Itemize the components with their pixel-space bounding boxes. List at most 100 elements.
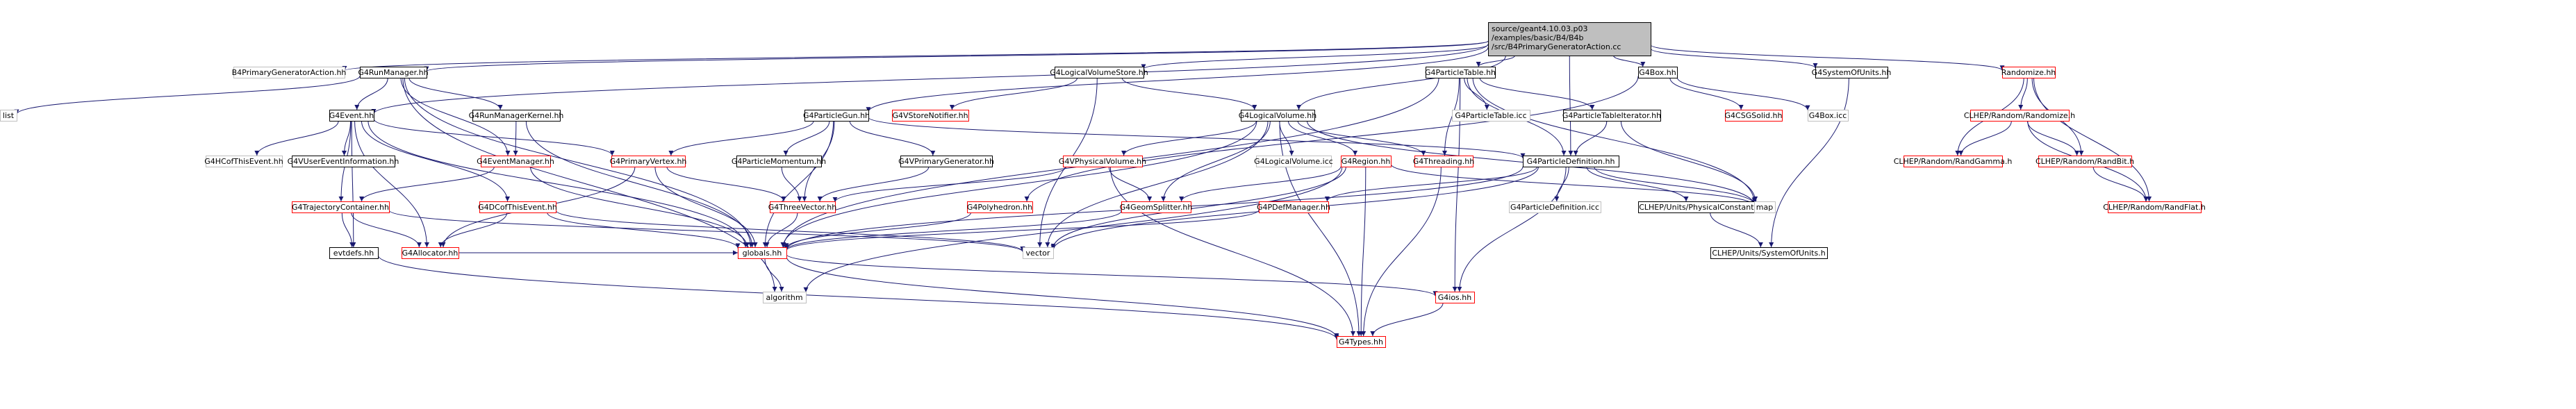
node-label: G4Box.hh xyxy=(1639,68,1676,77)
node-CLHEPRandGamma[interactable]: CLHEP/Random/RandGamma.h xyxy=(1894,156,2013,167)
edge-G4LogicalVolume-to-G4Region xyxy=(1287,120,1358,156)
node-G4Polyhedron[interactable]: G4Polyhedron.hh xyxy=(967,201,1033,213)
node-box xyxy=(1815,67,1888,78)
node-G4GeomSplitter[interactable]: G4GeomSplitter.hh xyxy=(1120,201,1193,213)
node-G4VPhysicalVolume[interactable]: G4VPhysicalVolume.hh xyxy=(1059,156,1146,167)
edge-G4Box-to-G4BoxIcc xyxy=(1676,76,1810,110)
edge-G4VPhysicalVolume-to-G4Types xyxy=(1109,166,1356,337)
edge-G4Event-to-G4PrimaryVertex xyxy=(373,118,615,156)
node-vector[interactable]: vector xyxy=(1023,247,1054,259)
node-label: G4HCofThisEvent.hh xyxy=(204,157,283,166)
edge-G4LogicalVolumeStore-to-G4VStoreNotifier xyxy=(949,77,1078,110)
node-G4VStoreNotifier[interactable]: G4VStoreNotifier.hh xyxy=(892,110,969,122)
node-G4HCofThisEvent[interactable]: G4HCofThisEvent.hh xyxy=(204,156,283,167)
node-CLHEPPhysConst[interactable]: CLHEP/Units/PhysicalConstants.h xyxy=(1638,201,1767,213)
node-G4ParticleGun[interactable]: G4ParticleGun.hh xyxy=(803,110,870,122)
node-label: /src/B4PrimaryGeneratorAction.cc xyxy=(1492,42,1621,51)
node-G4ParticleTable[interactable]: G4ParticleTable.hh xyxy=(1425,67,1496,78)
node-G4BoxIcc[interactable]: G4Box.icc xyxy=(1808,110,1849,122)
node-G4Allocator[interactable]: G4Allocator.hh xyxy=(402,247,459,259)
node-label: Randomize.hh xyxy=(2001,68,2056,77)
edge-globals-to-algorithm xyxy=(764,258,784,292)
node-root[interactable]: source/geant4.10.03.p03/examples/basic/B… xyxy=(1488,22,1651,56)
node-G4ParticleDefinition[interactable]: G4ParticleDefinition.hh xyxy=(1523,156,1619,167)
node-G4ThreeVector[interactable]: G4ThreeVector.hh xyxy=(768,201,837,213)
edge-G4SystemOfUnits-to-CLHEPSysUnits xyxy=(1769,77,1849,248)
node-Randomize[interactable]: Randomize.hh xyxy=(2001,67,2056,78)
node-label: G4ios.hh xyxy=(1438,293,1472,302)
node-G4LogicalVolumeIcc[interactable]: G4LogicalVolume.icc xyxy=(1254,156,1333,167)
node-G4DCofThisEvent[interactable]: G4DCofThisEvent.hh xyxy=(478,201,557,213)
edge-G4Region-to-map xyxy=(1390,163,1757,206)
edge-root-to-G4ParticleGun xyxy=(866,47,1489,112)
node-box xyxy=(481,156,551,167)
edge-G4RunManager-to-list xyxy=(14,76,361,115)
node-CLHEPRandomize[interactable]: CLHEP/Random/Randomize.h xyxy=(1964,110,2075,122)
node-G4Event[interactable]: G4Event.hh xyxy=(329,110,374,122)
node-box xyxy=(1063,156,1143,167)
node-box xyxy=(967,201,1033,213)
node-box xyxy=(1523,156,1619,167)
node-G4TrajectoryContainer[interactable]: G4TrajectoryContainer.hh xyxy=(292,201,390,213)
node-G4Threading[interactable]: G4Threading.hh xyxy=(1413,156,1474,167)
node-label: G4ParticleDefinition.hh xyxy=(1527,157,1615,166)
edge-G4LogicalVolumeStore-to-G4LogicalVolume xyxy=(1121,77,1257,110)
node-G4ParticleTableIterator[interactable]: G4ParticleTableIterator.hh xyxy=(1562,110,1661,122)
edge-G4Event-to-G4DCofThisEvent xyxy=(361,120,510,202)
node-G4CSGSolid[interactable]: G4CSGSolid.hh xyxy=(1725,110,1783,122)
node-label: G4EventManager.hh xyxy=(477,157,554,166)
node-CLHEPSysUnits[interactable]: CLHEP/Units/SystemOfUnits.h xyxy=(1710,247,1828,259)
edge-root-to-G4ParticleDefinition xyxy=(1568,55,1574,156)
node-algorithm[interactable]: algorithm xyxy=(763,292,807,303)
node-B4PGA[interactable]: B4PrimaryGeneratorAction.hh xyxy=(232,67,347,78)
node-G4RunManager[interactable]: G4RunManager.hh xyxy=(358,67,429,78)
node-label: B4PrimaryGeneratorAction.hh xyxy=(232,68,347,77)
node-G4VPrimaryGenerator[interactable]: G4VPrimaryGenerator.hh xyxy=(898,156,994,167)
node-G4ParticleDefinitionIcc[interactable]: G4ParticleDefinition.icc xyxy=(1509,201,1601,213)
node-G4EventManager[interactable]: G4EventManager.hh xyxy=(477,156,554,167)
node-CLHEPRandBit[interactable]: CLHEP/Random/RandBit.h xyxy=(2036,156,2134,167)
node-G4LogicalVolume[interactable]: G4LogicalVolume.hh xyxy=(1239,110,1316,122)
node-box xyxy=(2002,67,2056,78)
edge-G4RunManagerKernel-to-globals xyxy=(525,120,755,248)
edge-root-to-G4ParticleTable xyxy=(1476,55,1515,67)
node-G4PDefManager[interactable]: G4PDefManager.hh xyxy=(1257,201,1330,213)
edge-CLHEPPhysConst-to-CLHEPSysUnits xyxy=(1710,212,1763,248)
node-G4PrimaryVertex[interactable]: G4PrimaryVertex.hh xyxy=(610,156,687,167)
node-CLHEPRandFlat[interactable]: CLHEP/Random/RandFlat.h xyxy=(2103,201,2206,213)
node-box xyxy=(892,110,969,122)
edge-G4ParticleTableIterator-to-G4ParticleDefinition xyxy=(1573,120,1608,156)
edge-root-to-Randomize xyxy=(1650,44,2005,71)
edge-root-to-B4PGA xyxy=(342,40,1489,72)
node-G4Box[interactable]: G4Box.hh xyxy=(1638,67,1678,78)
node-G4ParticleMomentum[interactable]: G4ParticleMomentum.hh xyxy=(732,156,826,167)
edge-G4ParticleGun-to-G4PrimaryVertex xyxy=(668,120,814,156)
edge-G4Event-to-evtdefs xyxy=(351,120,356,248)
node-G4RunManagerKernel[interactable]: G4RunManagerKernel.hh xyxy=(469,110,564,122)
node-box xyxy=(804,110,869,122)
node-box xyxy=(2108,201,2202,213)
node-label: G4PrimaryVertex.hh xyxy=(610,157,687,166)
node-map[interactable]: map xyxy=(1754,201,1776,213)
node-G4Region[interactable]: G4Region.hh xyxy=(1341,156,1392,167)
node-box xyxy=(1808,110,1849,122)
node-box xyxy=(360,67,427,78)
node-G4ios[interactable]: G4ios.hh xyxy=(1435,292,1475,303)
node-evtdefs[interactable]: evtdefs.hh xyxy=(329,247,379,259)
node-globals[interactable]: globals.hh xyxy=(738,247,787,259)
node-label: G4Region.hh xyxy=(1341,157,1391,166)
node-label: list xyxy=(3,111,15,120)
edge-G4Box-to-G4Polyhedron xyxy=(1024,76,1639,202)
edge-G4Event-to-G4VUserEventInformation xyxy=(341,120,352,156)
edge-G4RunManager-to-globals xyxy=(404,77,754,248)
node-G4VUserEventInformation[interactable]: G4VUserEventInformation.hh xyxy=(288,156,399,167)
node-G4Types[interactable]: G4Types.hh xyxy=(1337,336,1386,348)
node-G4ParticleTableIcc[interactable]: G4ParticleTable.icc xyxy=(1452,110,1530,122)
node-label: G4SystemOfUnits.hh xyxy=(1812,68,1892,77)
node-list[interactable]: list xyxy=(0,110,17,122)
node-G4LogicalVolumeStore[interactable]: G4LogicalVolumeStore.hh xyxy=(1050,67,1148,78)
node-label: G4DCofThisEvent.hh xyxy=(478,203,557,212)
node-G4SystemOfUnits[interactable]: G4SystemOfUnits.hh xyxy=(1812,67,1892,78)
edge-G4ParticleGun-to-globals xyxy=(762,120,834,248)
node-box xyxy=(1725,110,1783,122)
